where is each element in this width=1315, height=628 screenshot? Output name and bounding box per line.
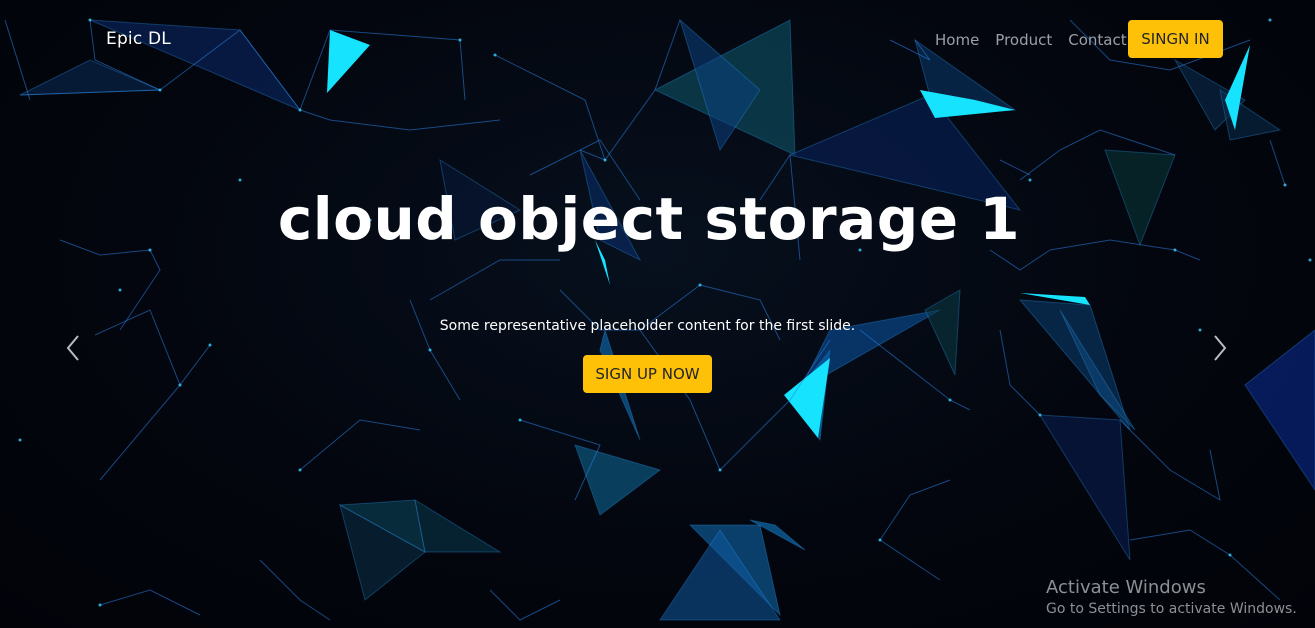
slide-title: cloud object storage 1 — [277, 185, 1021, 253]
main-nav: Home Product Contact — [935, 31, 1127, 49]
watermark-title: Activate Windows — [1046, 577, 1206, 598]
nav-link-home[interactable]: Home — [935, 31, 980, 49]
carousel-next-button[interactable] — [1205, 330, 1235, 366]
carousel-prev-button[interactable] — [58, 330, 88, 366]
slide-caption: Some representative placeholder content … — [439, 318, 856, 334]
nav-link-contact[interactable]: Contact — [1068, 31, 1127, 49]
nav-link-product[interactable]: Product — [995, 31, 1053, 49]
signin-button[interactable]: SINGN IN — [1128, 20, 1223, 58]
chevron-right-icon — [1214, 335, 1227, 361]
chevron-left-icon — [66, 335, 79, 361]
watermark-subtitle: Go to Settings to activate Windows. — [1046, 601, 1297, 617]
activate-windows-watermark: Activate Windows Go to Settings to activ… — [1046, 577, 1297, 619]
brand-logo[interactable]: Epic DL — [106, 29, 171, 49]
signup-button[interactable]: SIGN UP NOW — [583, 355, 712, 393]
